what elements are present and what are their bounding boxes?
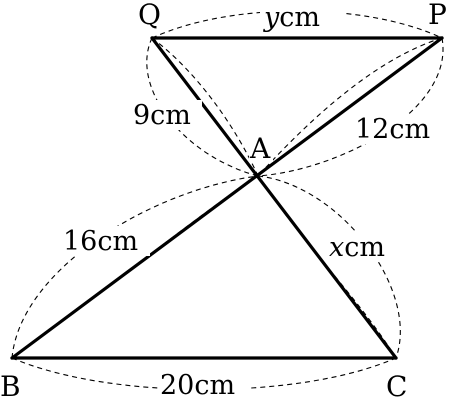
label-mask-ap bbox=[352, 114, 440, 144]
label-ac: xcm bbox=[329, 232, 385, 263]
label-qa: 9cm bbox=[133, 100, 191, 131]
label-ap: 12cm bbox=[355, 114, 430, 145]
label-mask-ac bbox=[326, 232, 402, 262]
arc-ap-inner bbox=[257, 37, 443, 177]
label-mask-qa bbox=[130, 100, 202, 130]
vertex-label-b: B bbox=[0, 370, 21, 400]
arc-bc bbox=[11, 357, 397, 390]
label-mask-qp bbox=[260, 3, 344, 31]
arc-ap-outer bbox=[257, 37, 444, 177]
arc-ba bbox=[11, 175, 259, 359]
label-ba: 16cm bbox=[63, 226, 138, 257]
label-mask-ba bbox=[60, 226, 150, 256]
segment-qc bbox=[150, 36, 398, 360]
label-mask-bc bbox=[158, 370, 250, 400]
arc-ac bbox=[257, 175, 401, 359]
vertex-label-p: P bbox=[428, 0, 447, 31]
label-qp: ycm bbox=[263, 2, 320, 33]
label-bc: 20cm bbox=[160, 370, 235, 400]
vertex-label-q: Q bbox=[138, 0, 161, 31]
vertex-label-c: C bbox=[386, 370, 407, 400]
vertex-label-a: A bbox=[249, 132, 271, 165]
segment-pb bbox=[10, 36, 444, 360]
vertex-mask-a bbox=[249, 134, 273, 162]
